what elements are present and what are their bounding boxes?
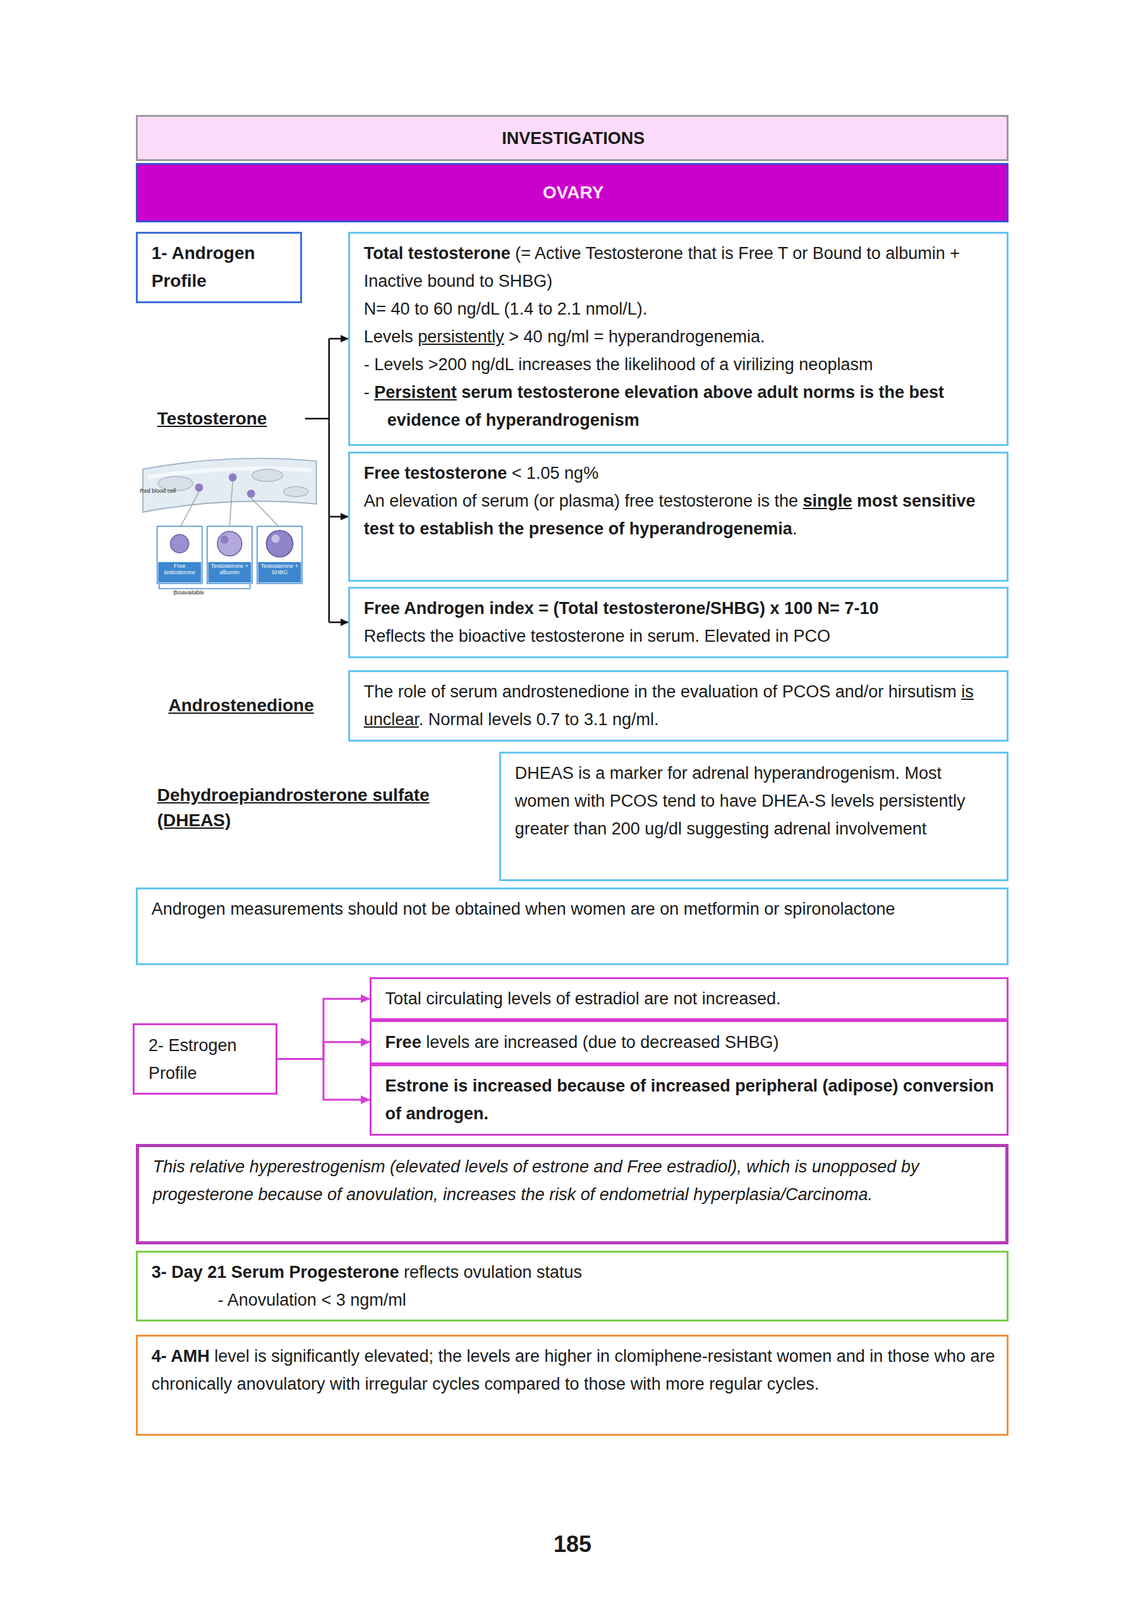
- connector-arrow: [277, 1059, 370, 1101]
- red-blood-cell: [252, 469, 283, 482]
- box-text: The role of serum androstenedione in the…: [363, 678, 996, 734]
- box-text: - Persistent serum testosterone elevatio…: [363, 378, 996, 435]
- text-run: Free testosterone: [363, 463, 508, 483]
- text-run: single: [803, 491, 853, 511]
- illustration-label: Red blood cell: [139, 487, 212, 495]
- molecule: [247, 489, 256, 498]
- text-run: 3- Day 21 Serum Progesterone: [151, 1263, 400, 1283]
- box-text: An elevation of serum (or plasma) free t…: [363, 487, 996, 543]
- box-text: Androgen measurements should not be obta…: [151, 895, 996, 924]
- box-text: 3- Day 21 Serum Progesterone reflects ov…: [151, 1258, 996, 1287]
- box-text: Free Androgen index = (Total testosteron…: [363, 594, 996, 623]
- text-run: Free: [385, 1033, 422, 1053]
- box-text: Estrone is increased because of increase…: [385, 1072, 996, 1128]
- info-box: 3- Day 21 Serum Progesterone reflects ov…: [135, 1251, 1009, 1322]
- box-text: 1- Androgen Profile: [151, 239, 289, 296]
- free-testosterone-icon: [170, 534, 189, 553]
- text-run: is unclear: [363, 682, 974, 730]
- molecule: [194, 483, 203, 492]
- info-box: Estrone is increased because of increase…: [369, 1064, 1009, 1137]
- text-run: serum testosterone elevation above adult…: [387, 382, 945, 430]
- box-text: 2- Estrogen Profile: [148, 1031, 265, 1088]
- inset-frame: [207, 526, 253, 584]
- illustration-label: Bioavailable: [173, 589, 246, 597]
- header-band: INVESTIGATIONS: [135, 115, 1009, 162]
- heading-label: Dehydroepiandrosterone sulfate (DHEAS): [157, 782, 486, 834]
- bracket-arrow: [329, 516, 349, 519]
- box-text: Free testosterone < 1.05 ng%: [363, 459, 996, 488]
- illustration-label: Testosterone + albumin: [207, 563, 251, 576]
- inset-frame: [157, 526, 203, 584]
- info-box: Total circulating levels of estradiol ar…: [369, 977, 1009, 1021]
- text-run: most sensitive test to establish the pre…: [363, 491, 976, 539]
- info-box: Free testosterone < 1.05 ng%An elevation…: [348, 451, 1009, 582]
- note-box: Androgen measurements should not be obta…: [135, 887, 1009, 966]
- red-blood-cell: [283, 486, 309, 497]
- bracket-line: [305, 418, 330, 421]
- info-box: Free Androgen index = (Total testosteron…: [348, 587, 1009, 659]
- box-text: 4- AMH level is significantly elevated; …: [151, 1342, 996, 1399]
- illustration-label: Free testosterone: [157, 563, 201, 576]
- box-text: This relative hyperestrogenism (elevated…: [152, 1153, 994, 1209]
- text-run: Total testosterone: [363, 243, 511, 263]
- bracket-arrow: [329, 621, 349, 624]
- shbg-icon: [266, 530, 294, 558]
- text-run: Persistent: [374, 382, 457, 402]
- box-text: Free levels are increased (due to decrea…: [385, 1028, 996, 1057]
- page-number: 185: [521, 1531, 624, 1559]
- caption-strip: [258, 562, 302, 583]
- box-text: OVARY: [151, 178, 996, 207]
- box-text: - Levels >200 ng/dL increases the likeli…: [363, 350, 996, 379]
- info-box: Free levels are increased (due to decrea…: [369, 1020, 1009, 1065]
- caption-strip: [207, 562, 251, 583]
- vessel: [142, 458, 317, 513]
- bracket-line: [327, 338, 330, 623]
- albumin-icon: [220, 535, 229, 545]
- profile-box: 2- Estrogen Profile: [132, 1023, 278, 1096]
- pointer-line: [180, 491, 200, 527]
- molecule: [228, 473, 237, 482]
- illustration-label: Testosterone + SHBG: [258, 563, 302, 576]
- pointer-line: [229, 481, 233, 527]
- bracket-arrow: [329, 338, 349, 340]
- warning-box: This relative hyperestrogenism (elevated…: [135, 1144, 1009, 1246]
- heading-label: Androstenedione: [168, 693, 347, 719]
- section-band: OVARY: [135, 163, 1009, 223]
- shbg-icon: [271, 534, 280, 543]
- connector-arrow: [277, 999, 370, 1060]
- box-text: Total testosterone (= Active Testosteron…: [363, 239, 996, 296]
- connector-arrow: [277, 1042, 370, 1060]
- box-text: DHEAS is a marker for adrenal hyperandro…: [514, 759, 996, 843]
- albumin-icon: [217, 531, 243, 557]
- heading-label: Testosterone: [157, 406, 301, 432]
- text-run: persistently: [417, 327, 505, 347]
- info-box: Total testosterone (= Active Testosteron…: [348, 231, 1009, 447]
- info-box: DHEAS is a marker for adrenal hyperandro…: [499, 751, 1009, 882]
- inset-frame: [257, 526, 303, 584]
- pointer-line: [250, 497, 279, 527]
- box-text: Total circulating levels of estradiol ar…: [385, 985, 996, 1013]
- profile-box: 1- Androgen Profile: [135, 231, 303, 304]
- box-text: INVESTIGATIONS: [151, 124, 996, 153]
- box-text: - Anovulation < 3 ngm/ml: [151, 1286, 996, 1315]
- box-text: Reflects the bioactive testosterone in s…: [363, 622, 996, 651]
- info-box: 4- AMH level is significantly elevated; …: [135, 1335, 1009, 1437]
- box-text: Levels persistently > 40 ng/ml = hyperan…: [363, 322, 996, 351]
- bioavailable-bracket: [159, 584, 251, 589]
- caption-strip: [157, 562, 201, 583]
- info-box: The role of serum androstenedione in the…: [348, 670, 1009, 742]
- box-text: N= 40 to 60 ng/dL (1.4 to 2.1 nmol/L).: [363, 295, 996, 323]
- text-run: 4- AMH: [151, 1347, 210, 1367]
